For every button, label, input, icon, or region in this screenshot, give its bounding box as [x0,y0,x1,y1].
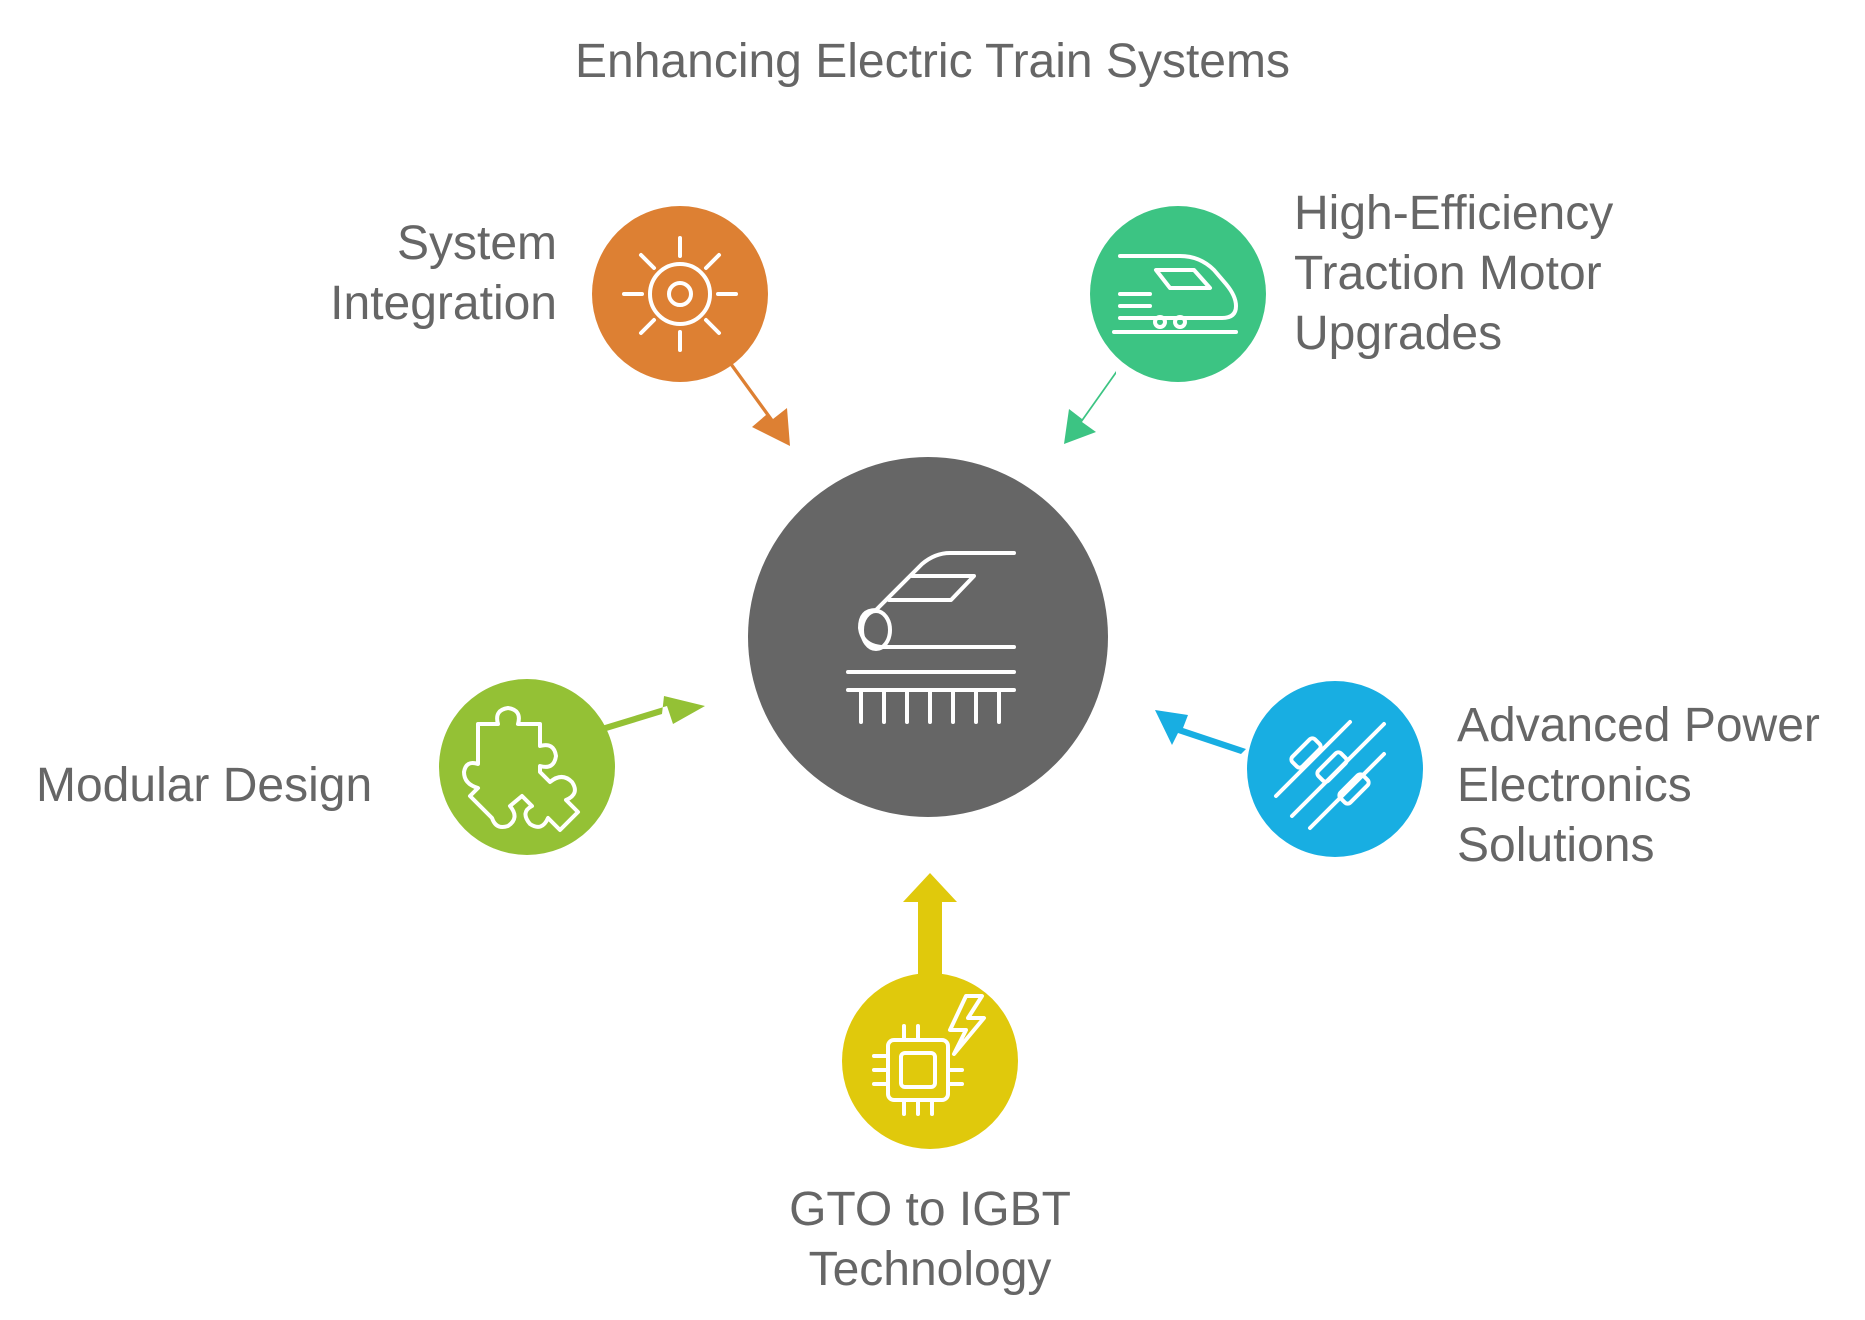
system-integration-circle [592,206,768,382]
center-circle [748,457,1108,817]
traction-motor-label-line: Traction Motor [1294,247,1602,300]
gto-igbt-circle [842,973,1018,1149]
diagram-title: Enhancing Electric Train Systems [575,35,1290,88]
power-electronics-label-line: Advanced Power [1457,699,1820,752]
puzzle-icon [462,706,580,832]
power-electronics-circle [1247,681,1423,857]
modular-design-label-line: Modular Design [36,759,373,812]
traction-motor-label-line: Upgrades [1294,307,1503,360]
chip-lightning-icon [872,994,986,1116]
traction-motor-circle [1090,206,1266,382]
arrow-power-electronics [1155,710,1246,754]
gto-igbt-label-line: GTO to IGBT [789,1183,1071,1236]
gto-igbt-label-line: Technology [808,1243,1052,1296]
gear-icon [622,236,738,352]
high-speed-train-icon [846,551,1016,724]
resistors-icon [1274,720,1386,830]
system-integration-label-line: Integration [330,277,557,330]
train-icon [1112,254,1238,334]
gto-igbt-label: GTO to IGBT Technology [700,1180,1160,1300]
power-electronics-label-line: Electronics [1457,759,1692,812]
traction-motor-label-line: High-Efficiency [1294,187,1614,240]
arrow-modular-design [590,696,705,736]
arrow-system-integration [726,360,790,446]
modular-design-label: Modular Design [36,756,372,816]
arrow-traction-motor [1064,371,1116,444]
power-electronics-label-line: Solutions [1457,819,1655,872]
system-integration-label-line: System [396,217,557,270]
arrow-gto-igbt [903,873,957,976]
